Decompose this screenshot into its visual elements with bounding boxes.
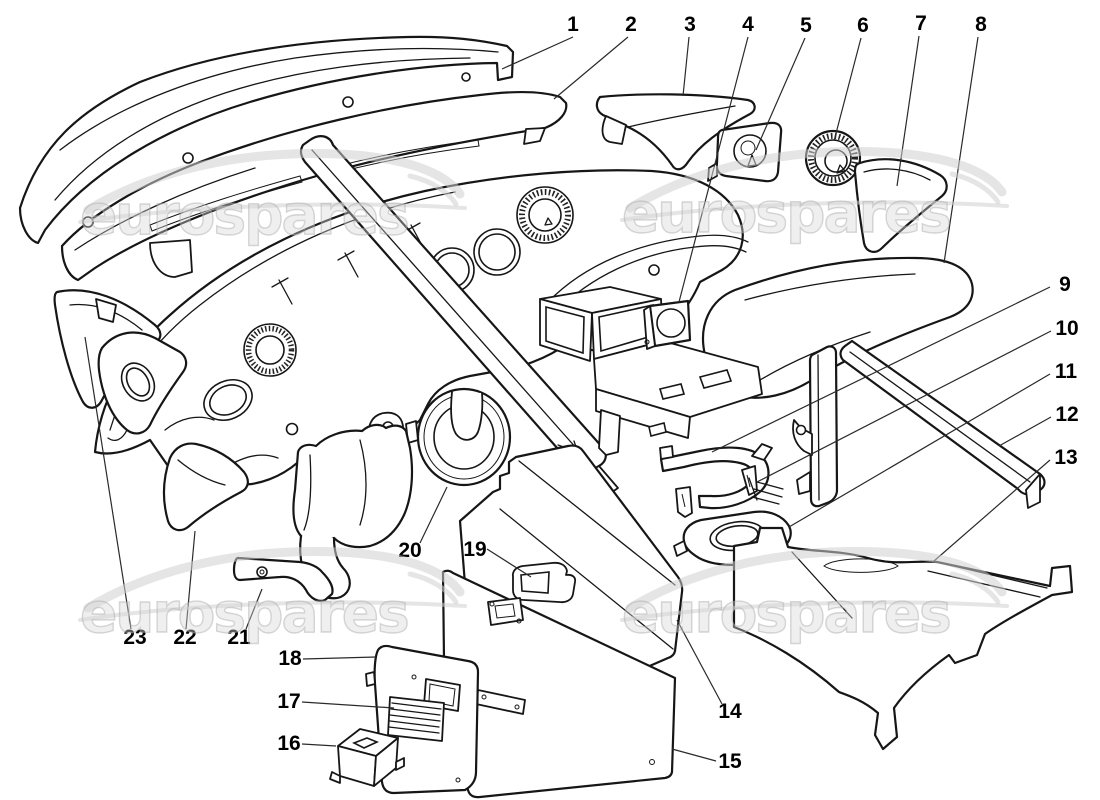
callout-1-label: 1 <box>567 13 579 36</box>
callout-3-label: 3 <box>684 13 696 36</box>
callout-19-leader <box>486 548 532 578</box>
part-6-air-vent <box>804 129 862 187</box>
watermark-layer: eurospares eurospares eurospares eurospa… <box>78 147 1009 646</box>
callout-7-leader <box>896 35 920 187</box>
callout-9-label: 9 <box>1059 273 1071 296</box>
callout-1-leader <box>501 36 574 70</box>
left-side-vent-housing <box>97 331 188 441</box>
watermark: eurospares <box>620 547 1009 646</box>
callout-11-label: 11 <box>1055 360 1078 383</box>
callout-8-label: 8 <box>975 13 987 36</box>
watermark: eurospares <box>78 547 467 646</box>
callout-10-leader <box>756 330 1052 483</box>
callout-2-leader <box>553 36 629 100</box>
watermark-text: eurospares <box>622 581 950 645</box>
part-17-grille <box>387 696 445 742</box>
part-8-lower-dash-panel <box>701 256 974 399</box>
callout-9-leader <box>711 286 1051 453</box>
part-12-cover-strip <box>839 339 1046 509</box>
part-19-handle-bezel <box>511 561 577 604</box>
callout-13-leader <box>933 459 1051 562</box>
callout-23-label: 23 <box>123 626 146 649</box>
callout-3-leader <box>682 36 690 97</box>
callout-14-label: 14 <box>718 700 742 723</box>
callout-13-label: 13 <box>1054 446 1077 469</box>
callout-15-label: 15 <box>718 750 742 773</box>
callout-5-leader <box>755 37 806 151</box>
latch-plate <box>487 597 524 626</box>
part-7-side-trim <box>853 158 948 253</box>
callout-19-label: 19 <box>463 538 486 561</box>
callout-7-label: 7 <box>915 12 927 35</box>
callout-14-leader <box>676 619 723 705</box>
part-4-speaker-plate <box>643 299 692 350</box>
callout-6-label: 6 <box>857 14 869 37</box>
callout-21-leader <box>245 588 263 630</box>
part-21-bracket <box>232 556 334 602</box>
callout-2-label: 2 <box>625 13 637 36</box>
callout-15-leader <box>671 748 717 762</box>
watermark: eurospares <box>78 149 467 248</box>
watermark: eurospares <box>620 147 1009 246</box>
part-20-cluster-surround <box>416 387 512 487</box>
part-3-a-pillar-trim <box>595 93 756 171</box>
part-10-frame-bracket <box>792 345 839 508</box>
callout-23-leader <box>84 336 132 630</box>
part-22-trim <box>162 442 249 532</box>
callout-17-leader <box>301 701 395 709</box>
connector-fork <box>748 477 784 505</box>
callout-22-label: 22 <box>173 626 196 649</box>
callout-17-label: 17 <box>277 690 300 713</box>
watermark-text: eurospares <box>80 581 408 645</box>
callout-12-label: 12 <box>1055 403 1078 426</box>
callout-10-label: 10 <box>1055 317 1078 340</box>
callout-20-leader <box>419 486 448 544</box>
callout-6-leader <box>833 37 862 142</box>
callout-16-label: 16 <box>277 732 300 755</box>
part-9-support-rail <box>659 443 773 518</box>
watermark-text: eurospares <box>622 181 950 245</box>
callout-18-leader <box>302 656 377 660</box>
callout-16-leader <box>301 743 337 747</box>
callout-18-label: 18 <box>278 647 302 670</box>
callout-5-label: 5 <box>800 14 812 37</box>
callout-21-label: 21 <box>227 626 251 649</box>
part-16-switch-box <box>329 728 405 787</box>
part-1-windscreen-frame <box>18 35 515 245</box>
callout-11-leader <box>788 373 1051 528</box>
dashboard-body <box>93 169 749 489</box>
callout-22-leader <box>185 530 196 630</box>
callout-4-label: 4 <box>742 13 754 36</box>
callout-12-leader <box>998 416 1052 447</box>
callout-8-leader <box>943 36 979 264</box>
watermark-text: eurospares <box>80 183 408 247</box>
